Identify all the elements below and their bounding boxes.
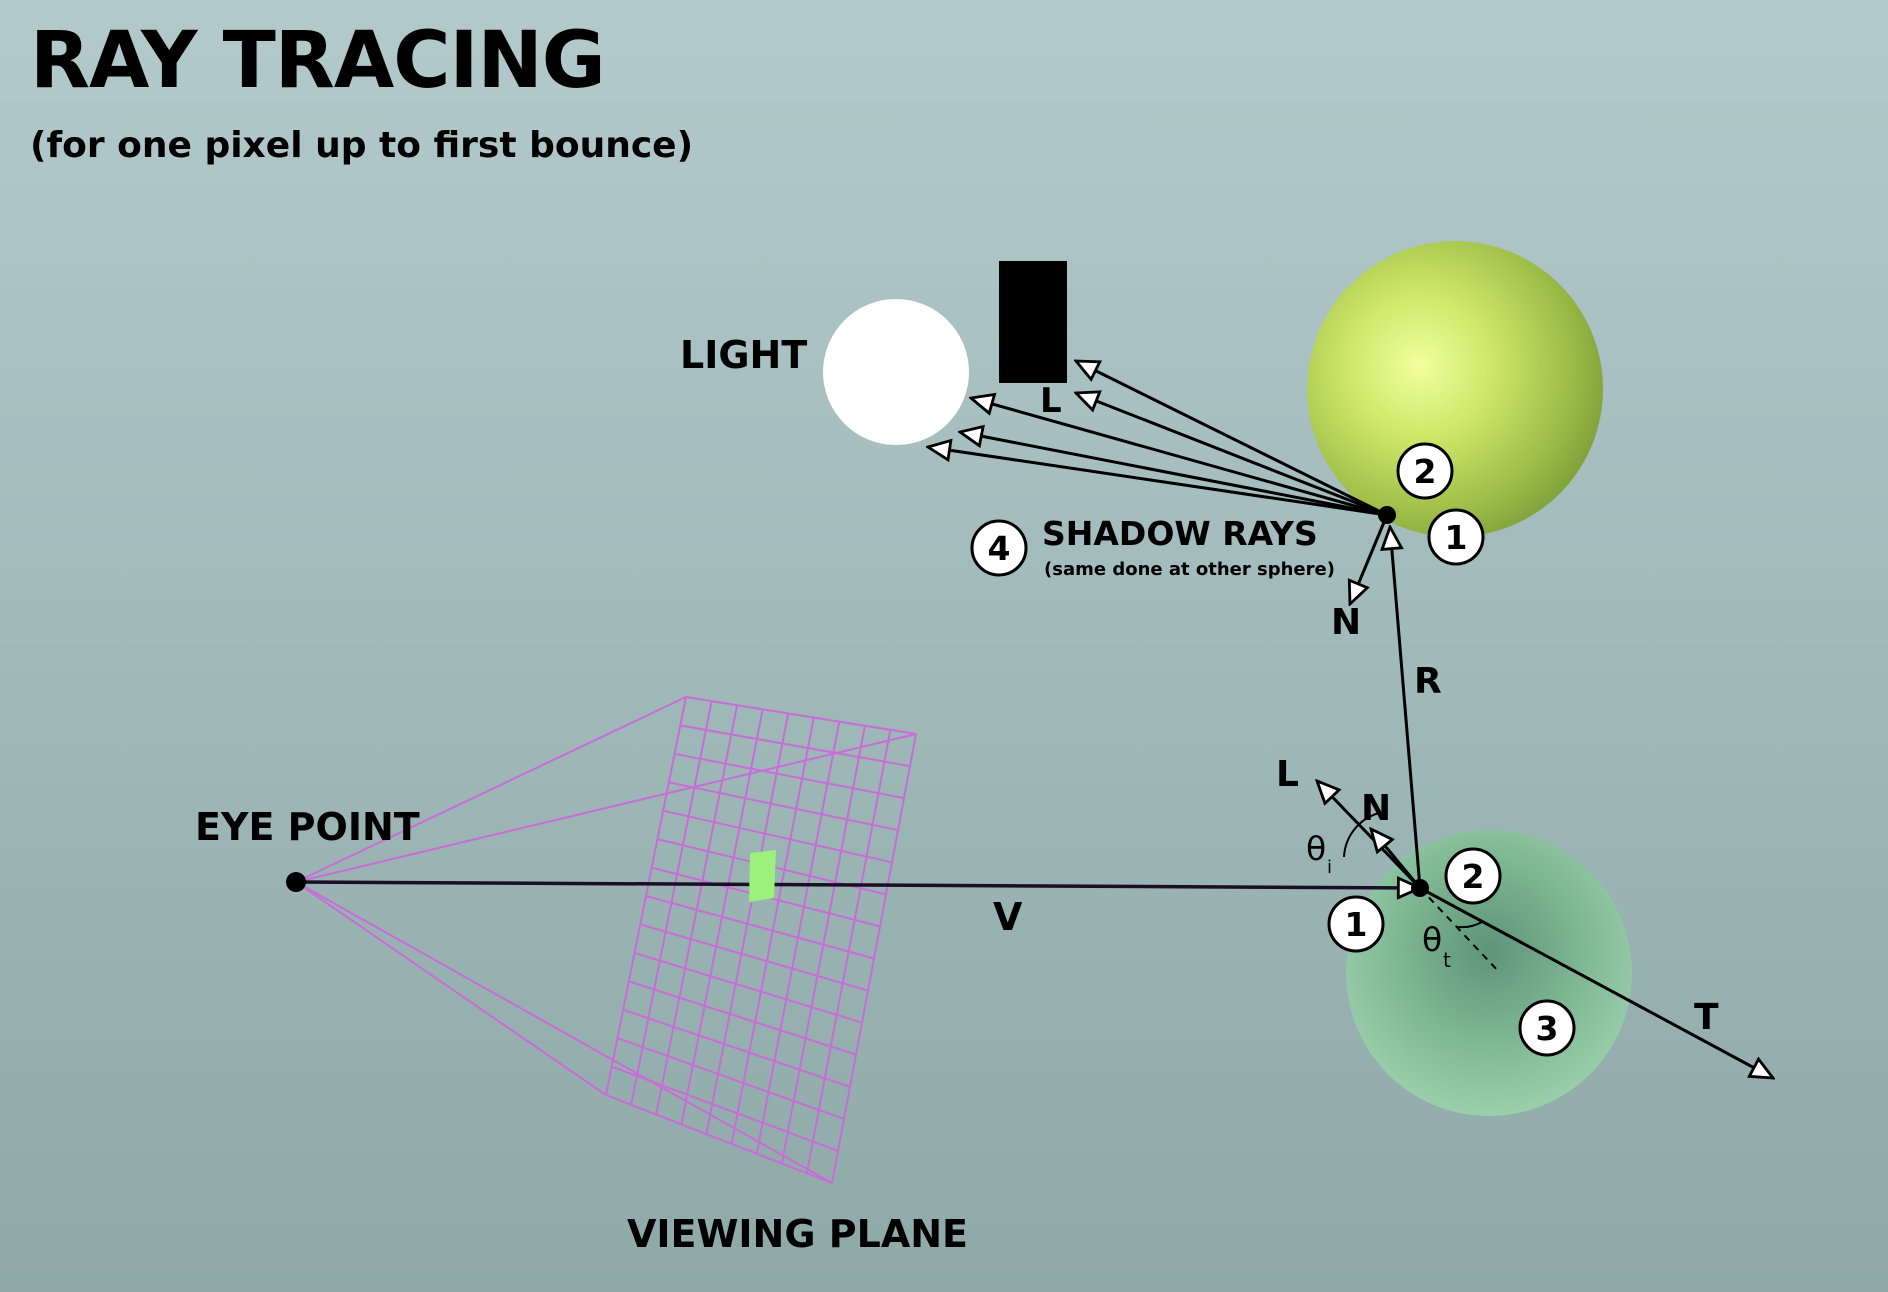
lower-normal-label: N bbox=[1361, 788, 1391, 829]
marker-lower-two: 2 bbox=[1444, 847, 1502, 905]
upper-hit-point bbox=[1378, 506, 1396, 524]
upper-light-vector-label: L bbox=[1040, 381, 1062, 421]
svg-text:2: 2 bbox=[1462, 857, 1485, 896]
svg-text:4: 4 bbox=[988, 529, 1011, 568]
shadow-ray bbox=[1076, 361, 1388, 517]
lower-light-vector-label: L bbox=[1276, 754, 1299, 795]
theta-i-subscript: i bbox=[1327, 857, 1332, 878]
grid-row-line bbox=[634, 951, 863, 1024]
transmitted-ray bbox=[1419, 886, 1773, 1078]
lower-hit-point bbox=[1411, 879, 1429, 897]
reflected-ray bbox=[1390, 527, 1422, 889]
svg-text:1: 1 bbox=[1345, 905, 1368, 944]
page-subtitle: (for one pixel up to first bounce) bbox=[30, 125, 694, 166]
grid-row-line bbox=[662, 809, 893, 864]
eye-point-dot bbox=[286, 872, 306, 892]
marker-lower-three: 3 bbox=[1518, 999, 1576, 1057]
viewing-plane-label: VIEWING PLANE bbox=[627, 1212, 968, 1256]
marker-lower-one: 1 bbox=[1327, 895, 1385, 953]
shadow-rays bbox=[928, 361, 1388, 517]
reflected-ray-label: R bbox=[1414, 661, 1442, 702]
grid-row-line bbox=[685, 696, 917, 735]
inner-normal-dashed bbox=[1419, 887, 1501, 974]
svg-text:3: 3 bbox=[1536, 1009, 1559, 1048]
theta-t-subscript: t bbox=[1443, 948, 1451, 972]
pixel-highlight bbox=[749, 850, 776, 902]
marker-upper-two: 2 bbox=[1396, 442, 1454, 500]
grid-row-line bbox=[628, 980, 857, 1056]
shadow-ray bbox=[971, 398, 1388, 517]
theta-t-arc bbox=[1457, 921, 1483, 929]
transmitted-ray-label: T bbox=[1694, 997, 1719, 1038]
eye-point-label: EYE POINT bbox=[195, 805, 420, 849]
theta-t-symbol: θ bbox=[1422, 920, 1442, 959]
view-frustum bbox=[295, 696, 917, 1184]
lower-light-vector bbox=[1317, 781, 1422, 890]
svg-text:1: 1 bbox=[1445, 518, 1468, 557]
grid-row-line bbox=[645, 895, 875, 960]
upper-normal-label: N bbox=[1331, 602, 1361, 643]
shadow-ray bbox=[1076, 393, 1388, 517]
grid-row-line bbox=[668, 781, 899, 832]
upper-sphere bbox=[1307, 241, 1603, 537]
grid-row-line bbox=[611, 1065, 839, 1152]
marker-shadow-four: 4 bbox=[970, 519, 1028, 577]
theta-i-symbol: θ bbox=[1306, 829, 1326, 868]
light-source bbox=[823, 299, 969, 445]
page-title: RAY TRACING bbox=[30, 16, 606, 106]
theta-i-arc bbox=[1343, 812, 1380, 858]
marker-upper-one: 1 bbox=[1427, 508, 1485, 566]
lower-normal-arrow bbox=[1371, 829, 1422, 889]
grid-row-line bbox=[640, 923, 869, 992]
svg-text:2: 2 bbox=[1414, 452, 1437, 491]
view-ray-label: V bbox=[993, 895, 1023, 939]
view-ray bbox=[295, 882, 1420, 888]
light-blocker bbox=[999, 261, 1067, 383]
shadow-ray bbox=[928, 447, 1388, 517]
light-label: LIGHT bbox=[680, 333, 807, 377]
viewing-plane-grid bbox=[605, 696, 917, 1184]
grid-row-line bbox=[680, 724, 911, 768]
grid-row-line bbox=[617, 1037, 845, 1120]
grid-row-line bbox=[674, 752, 905, 800]
shadow-rays-note: (same done at other sphere) bbox=[1044, 559, 1335, 580]
shadow-rays-label: SHADOW RAYS bbox=[1042, 514, 1318, 553]
shadow-ray bbox=[960, 432, 1388, 517]
grid-row-line bbox=[605, 1094, 833, 1184]
grid-row-line bbox=[622, 1008, 851, 1088]
